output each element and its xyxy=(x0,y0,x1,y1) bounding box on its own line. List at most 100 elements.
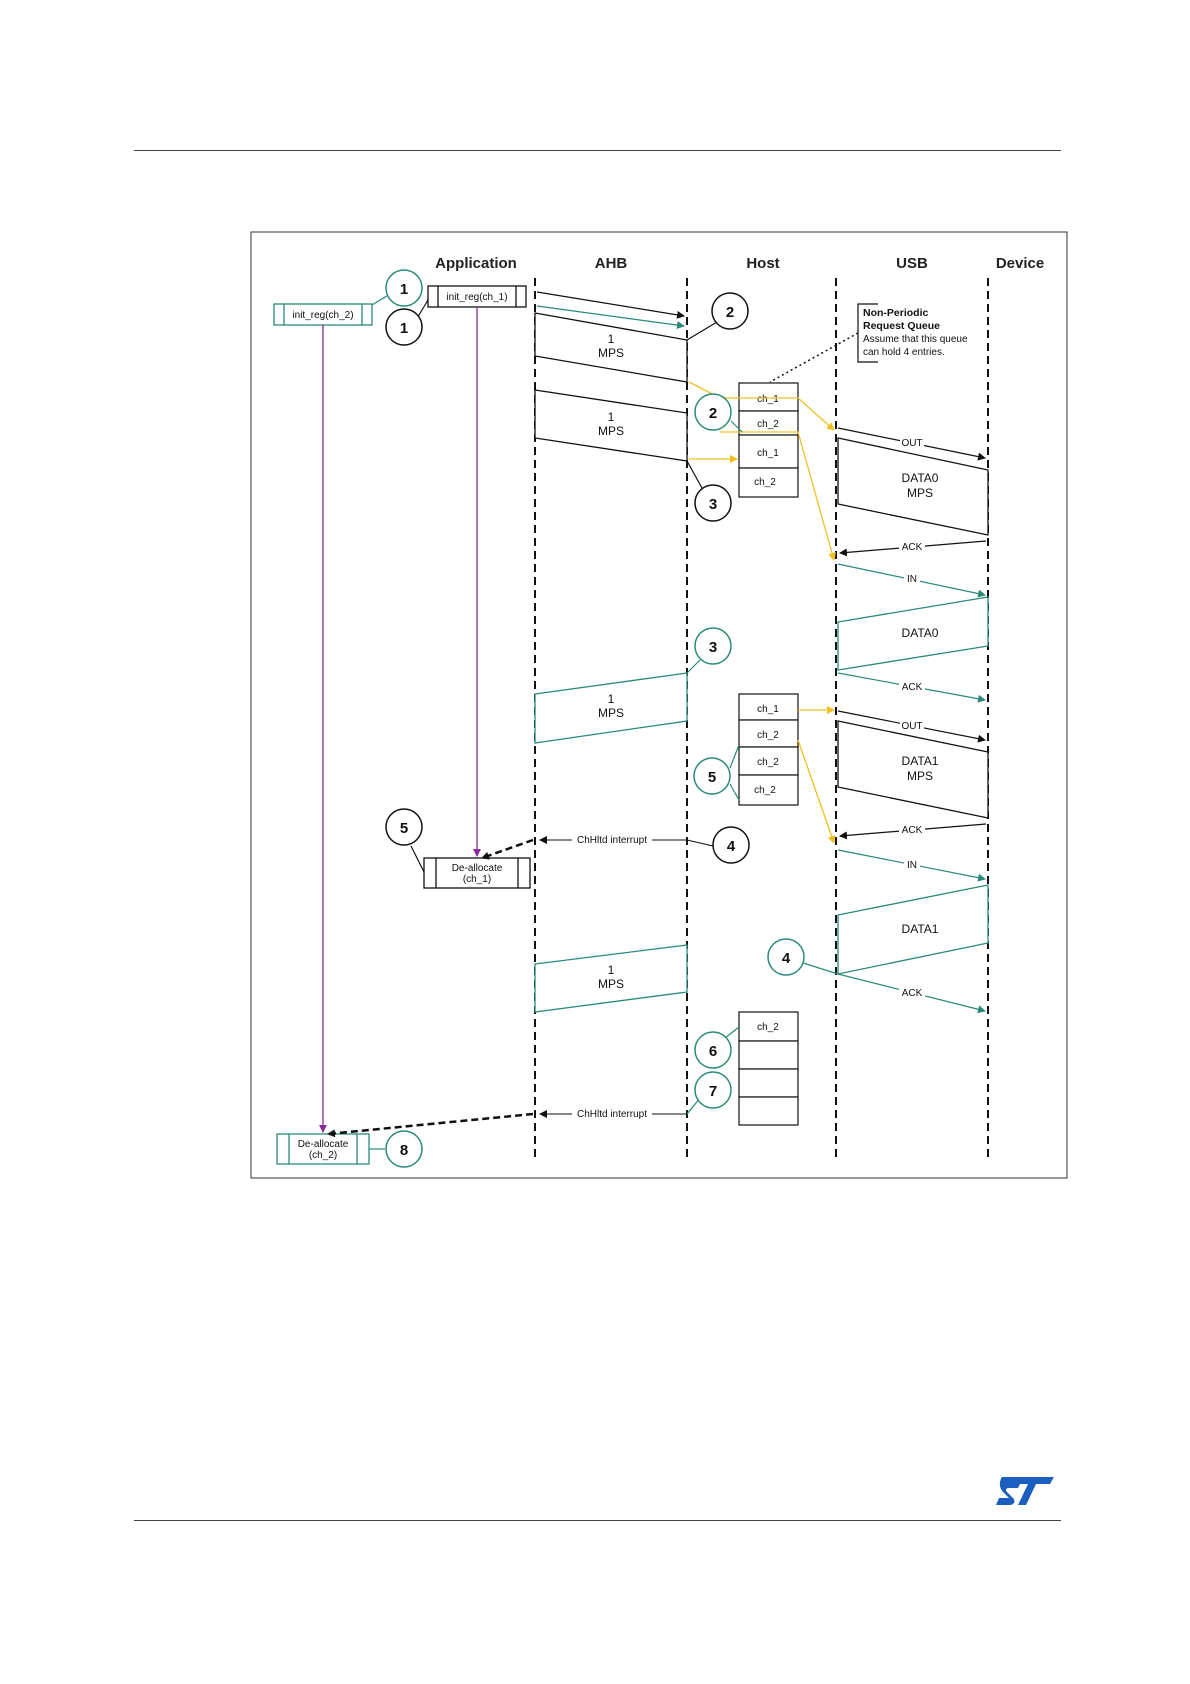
init-arrow-black xyxy=(536,291,685,319)
st-logo xyxy=(996,1477,1054,1505)
queue1-entry-3: ch_1 xyxy=(757,448,779,459)
step-1-black-number: 1 xyxy=(400,320,408,337)
ack-token-3-label: ACK xyxy=(902,825,923,836)
step-7-callout: 7 xyxy=(694,1071,732,1109)
ahb-mps-4-number: 1 xyxy=(608,963,615,977)
dashed-arrow-dealloc-ch2 xyxy=(327,1112,534,1138)
step-4-leader-1 xyxy=(686,839,714,847)
init-reg-ch2-box: init_reg(ch_2) xyxy=(273,303,373,326)
step-3-callout-a: 3 xyxy=(694,484,732,522)
ahb-mps-4-label: MPS xyxy=(598,977,624,991)
ahb-mps-block-4 xyxy=(534,944,688,1013)
chhltd-interrupt-1-label: ChHltd interrupt xyxy=(577,835,647,846)
ack-token-4: ACK xyxy=(837,973,986,1014)
queue1-entry-4: ch_2 xyxy=(754,477,776,488)
deallocate-ch1-box: De-allocate (ch_1) xyxy=(423,857,531,889)
usb-data0-mps-label-1: DATA0 xyxy=(902,471,939,485)
step-2-leader-1 xyxy=(686,321,718,341)
top-rule xyxy=(134,150,1061,151)
usb-data0-mps-label-2: MPS xyxy=(907,486,933,500)
host-queue-1: ch_1 ch_2 ch_1 ch_2 xyxy=(738,382,799,498)
init-reg-ch2-label: init_reg(ch_2) xyxy=(292,310,353,321)
step-2-callout-a: 2 xyxy=(711,292,749,330)
init-reg-ch1-box: init_reg(ch_1) xyxy=(427,285,527,308)
chhltd-interrupt-2: ChHltd interrupt xyxy=(539,1108,687,1120)
usb-data0-mps-block xyxy=(837,437,989,536)
step-6-leader xyxy=(724,1026,740,1039)
step-3-number-a: 3 xyxy=(709,496,717,513)
out-token-1-label: OUT xyxy=(901,438,922,449)
usb-data1-mps-label-2: MPS xyxy=(907,769,933,783)
usb-data0-label: DATA0 xyxy=(902,626,939,640)
step-8-number: 8 xyxy=(400,1142,408,1159)
out-token-2: OUT xyxy=(837,710,986,743)
deallocate-ch1-label-line2: (ch_1) xyxy=(463,874,491,885)
step-6-callout: 6 xyxy=(694,1031,732,1069)
dashed-arrow-dealloc-ch1 xyxy=(481,838,534,860)
step-5-leader-app xyxy=(410,845,425,873)
step-3-number-b: 3 xyxy=(709,639,717,656)
out-token-2-label: OUT xyxy=(901,721,922,732)
yellow-arrow-queue-ch2 xyxy=(720,431,836,561)
out-token-1: OUT xyxy=(837,427,986,461)
queue2-entry-3: ch_2 xyxy=(757,757,779,768)
step-1-black-callout: 1 xyxy=(385,308,423,346)
step-1-teal-number: 1 xyxy=(400,281,408,298)
step-2-number-b: 2 xyxy=(709,405,717,422)
bottom-rule xyxy=(134,1520,1061,1521)
diagram-frame xyxy=(250,231,1068,1179)
step-5-leader-a xyxy=(729,744,740,769)
column-header-host: Host xyxy=(746,255,779,272)
deallocate-ch1-label-line1: De-allocate xyxy=(452,863,503,874)
host-queue-2: ch_1 ch_2 ch_2 ch_2 xyxy=(738,693,799,806)
ack-token-2-label: ACK xyxy=(902,682,923,693)
in-token-1: IN xyxy=(837,563,986,598)
ack-token-1: ACK xyxy=(839,540,987,557)
ahb-mps-block-3 xyxy=(534,672,688,744)
queue1-entry-1: ch_1 xyxy=(757,394,779,405)
ack-token-3: ACK xyxy=(839,823,987,840)
step-2-leader-2 xyxy=(730,420,743,433)
column-header-application: Application xyxy=(435,255,517,272)
step-8-callout: 8 xyxy=(385,1130,423,1168)
usb-data1-mps-label-1: DATA1 xyxy=(902,754,939,768)
step-3-callout-b: 3 xyxy=(694,627,732,665)
ahb-mps-2-number: 1 xyxy=(608,410,615,424)
deallocate-ch2-box: De-allocate (ch_2) xyxy=(276,1133,370,1165)
step-3-leader-1 xyxy=(686,460,703,489)
init-arrow-teal xyxy=(536,305,685,330)
step-5-callout-app: 5 xyxy=(385,808,423,846)
usb-data1-label: DATA1 xyxy=(902,922,939,936)
queue2-entry-4: ch_2 xyxy=(754,785,776,796)
step-4-callout-usb: 4 xyxy=(767,938,805,976)
ahb-mps-3-number: 1 xyxy=(608,692,615,706)
step-6-number: 6 xyxy=(709,1043,717,1060)
ack-token-4-label: ACK xyxy=(902,988,923,999)
step-2-callout-b: 2 xyxy=(694,393,732,431)
step-4-number-usb: 4 xyxy=(782,950,791,967)
queue-note-line-2: can hold 4 entries. xyxy=(863,347,945,358)
in-token-2: IN xyxy=(837,849,986,882)
usb-data1-block xyxy=(837,884,989,975)
queue-note-title-2: Request Queue xyxy=(863,320,940,332)
step-5-callout-host: 5 xyxy=(693,757,731,795)
in-token-1-label: IN xyxy=(907,574,917,585)
step-5-number-host: 5 xyxy=(708,769,716,786)
step-3-leader-2 xyxy=(686,659,701,674)
ahb-mps-1-number: 1 xyxy=(608,332,615,346)
ahb-mps-block-1 xyxy=(534,312,688,383)
deallocate-ch2-label-line2: (ch_2) xyxy=(309,1150,337,1161)
column-header-usb: USB xyxy=(896,255,928,272)
yellow-arrow-ahb-to-queue xyxy=(688,381,835,431)
queue1-entry-2: ch_2 xyxy=(757,419,779,430)
column-header-device: Device xyxy=(996,255,1044,272)
queue-note: Non-Periodic Request Queue Assume that t… xyxy=(769,303,968,383)
deallocate-ch2-label-line1: De-allocate xyxy=(298,1139,349,1150)
column-header-ahb: AHB xyxy=(595,255,628,272)
step-5-leader-b xyxy=(729,783,740,801)
ack-token-1-label: ACK xyxy=(902,542,923,553)
ack-token-2: ACK xyxy=(837,672,986,703)
chhltd-interrupt-1: ChHltd interrupt xyxy=(539,834,687,846)
yellow-arrow-queue2-ch2 xyxy=(797,739,836,844)
